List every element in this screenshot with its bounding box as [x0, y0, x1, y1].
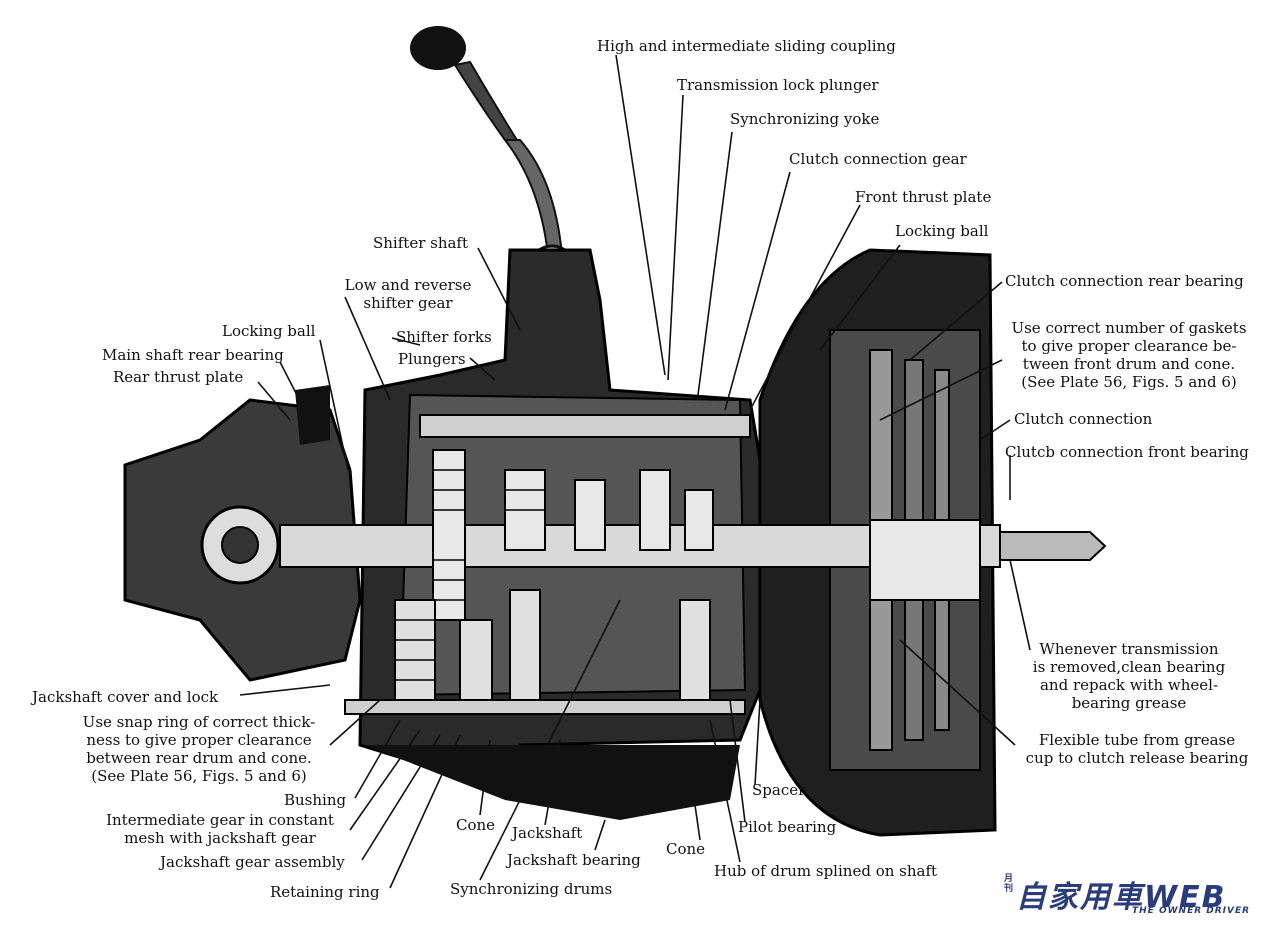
label-jackshaft-cover: Jackshaft cover and lock — [32, 688, 219, 706]
label-clutch-connection: Clutch connection — [1014, 410, 1153, 428]
rear-housing — [123, 385, 362, 682]
label-plungers: Plungers — [398, 350, 466, 368]
label-clutch-connection-gear: Clutch connection gear — [789, 150, 967, 168]
jackshaft-gears — [394, 589, 711, 701]
label-jackshaft-bearing: Jackshaft bearing — [507, 851, 641, 869]
label-jackshaft-gear-assembly: Jackshaft gear assembly — [160, 853, 345, 871]
label-jackshaft: Jackshaft — [512, 824, 583, 842]
logo-vertical-text: 月刊 — [1004, 874, 1014, 894]
label-cone-right: Cone — [666, 840, 706, 858]
label-synchronizing-yoke: Synchronizing yoke — [730, 110, 880, 128]
label-shifter-shaft: Shifter shaft — [373, 234, 469, 252]
gear-teeth — [395, 469, 545, 681]
label-snap-ring-note: Use snap ring of correct thick-ness to g… — [82, 713, 316, 785]
logo-main-text: 自家用車WEB — [1016, 880, 1227, 915]
shifter-rail — [419, 414, 751, 438]
label-front-thrust-plate: Front thrust plate — [855, 188, 992, 206]
label-cone-left: Cone — [456, 816, 496, 834]
leader-lines — [239, 54, 1031, 889]
label-synchronizing-drums: Synchronizing drums — [450, 880, 613, 898]
label-clutch-connection-front-bearing: Clutcb connection front bearing — [1005, 443, 1249, 461]
label-retaining-ring: Retaining ring — [270, 883, 380, 901]
label-locking-ball-right: Locking ball — [895, 222, 989, 240]
label-rear-thrust-plate: Rear thrust plate — [113, 368, 244, 386]
label-high-intermediate-coupling: High and intermediate sliding coupling — [597, 37, 896, 55]
jackshaft-bar — [344, 699, 746, 715]
label-shifter-forks: Shifter forks — [396, 328, 492, 346]
logo-subtitle: THE OWNER DRIVER — [1132, 906, 1251, 916]
label-pilot-bearing: Pilot bearing — [738, 818, 837, 836]
label-transmission-lock-plunger: Transmission lock plunger — [677, 76, 879, 94]
label-clutch-connection-rear-bearing: Clutch connection rear bearing — [1005, 272, 1244, 290]
main-gears — [432, 449, 981, 621]
label-spacer: Spacer — [752, 781, 806, 799]
label-bushing: Bushing — [284, 791, 347, 809]
label-locking-ball-left: Locking ball — [222, 322, 316, 340]
label-main-shaft-rear-bearing: Main shaft rear bearing — [102, 346, 284, 364]
label-hub-of-drum: Hub of drum splined on shaft — [714, 862, 938, 880]
